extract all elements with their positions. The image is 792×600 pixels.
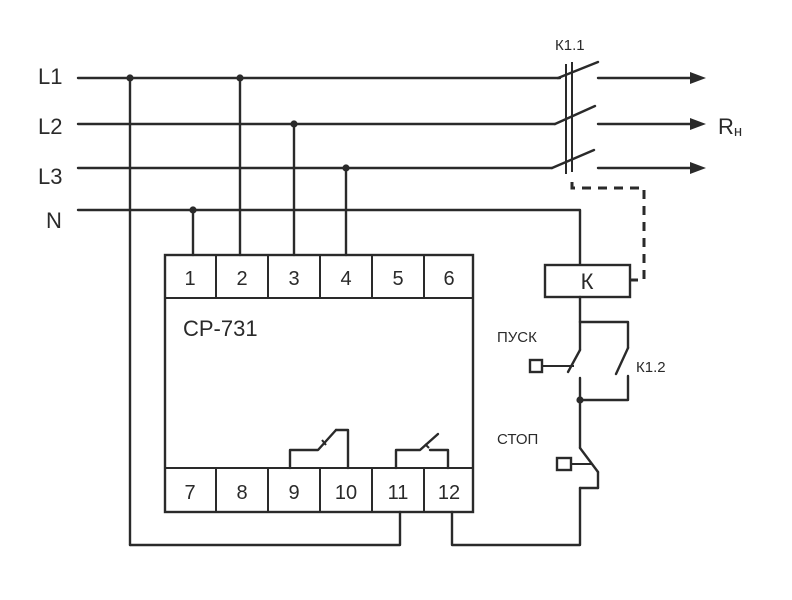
coil-label: К	[581, 269, 594, 294]
terminal-8: 8	[236, 482, 247, 504]
contact-k11-l1	[556, 60, 600, 80]
internal-contact-9-10	[288, 428, 338, 470]
wire-12-to-stop	[450, 486, 582, 547]
terminal-9: 9	[288, 482, 299, 504]
terminal-2: 2	[236, 268, 247, 290]
label-l2: L2	[38, 114, 62, 139]
terminal-7: 7	[184, 482, 195, 504]
start-button-icon	[528, 358, 544, 374]
stop-button-icon	[555, 456, 573, 472]
label-l3: L3	[38, 164, 62, 189]
label-k11: К1.1	[555, 37, 585, 54]
label-start: ПУСК	[497, 329, 537, 346]
terminal-11: 11	[388, 482, 409, 504]
start-contact	[566, 348, 582, 374]
coil-k	[543, 263, 632, 299]
label-l1: L1	[38, 64, 62, 89]
stop-contact	[578, 446, 600, 474]
device-name: СР-731	[183, 316, 258, 341]
label-stop: СТОП	[497, 431, 538, 448]
holding-branch-top	[578, 320, 630, 350]
terminal-6: 6	[443, 268, 454, 290]
mechanical-link	[570, 182, 646, 282]
terminal-12: 12	[438, 482, 460, 504]
contact-k11-l2	[553, 104, 597, 126]
label-k12: К1.2	[636, 359, 666, 376]
label-n: N	[46, 208, 62, 233]
terminal-3: 3	[288, 268, 299, 290]
label-load: Rн	[718, 114, 742, 140]
terminal-10: 10	[335, 482, 357, 504]
contact-k12	[614, 346, 630, 376]
arrow-out-l2	[690, 118, 706, 130]
terminal-5: 5	[392, 268, 403, 290]
holding-branch-bottom	[578, 374, 630, 402]
arrow-out-l3	[690, 162, 706, 174]
wire-l1-to-11	[128, 510, 402, 547]
terminal-1: 1	[184, 268, 195, 290]
terminal-4: 4	[340, 268, 351, 290]
arrow-out-l1	[690, 72, 706, 84]
internal-contact-11-12	[394, 432, 440, 470]
bus-n	[76, 208, 582, 267]
